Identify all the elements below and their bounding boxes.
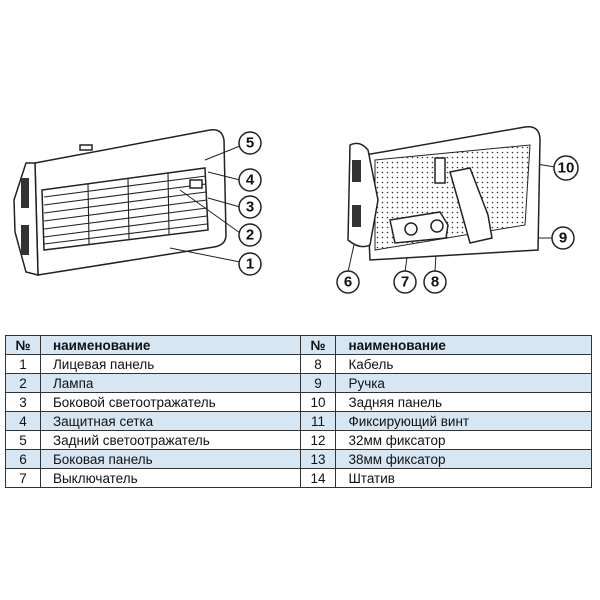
cell-name: Фиксирующий винт (335, 411, 592, 431)
front-view-heater (13, 128, 227, 276)
callout-4: 4 (238, 168, 262, 192)
svg-text:8: 8 (431, 274, 439, 291)
svg-text:5: 5 (246, 135, 254, 152)
cell-number: 9 (299, 373, 337, 393)
callout-9: 9 (551, 226, 575, 250)
cell-name: Выключатель (39, 468, 301, 488)
cell-number: 8 (299, 354, 337, 374)
cell-number: 2 (5, 373, 41, 393)
cell-number: 1 (5, 354, 41, 374)
cell-name: 32мм фиксатор (335, 430, 592, 450)
svg-text:6: 6 (344, 274, 352, 291)
callout-10: 10 (553, 155, 579, 181)
cell-number: 5 (5, 430, 41, 450)
cell-number: 13 (299, 449, 337, 469)
cell-number: 4 (5, 411, 41, 431)
rear-view-heater (347, 126, 541, 261)
cell-name: Боковой светоотражатель (39, 392, 301, 412)
cell-number: 10 (299, 392, 337, 412)
header-name: наименование (39, 335, 301, 355)
cell-name: Задняя панель (335, 392, 592, 412)
svg-text:3: 3 (246, 199, 254, 216)
table-header-row: № наименование № наименование (5, 335, 592, 355)
cell-name: Кабель (335, 354, 592, 374)
cell-number: 11 (299, 411, 337, 431)
cell-name: Штатив (335, 468, 592, 488)
cell-name: Лампа (39, 373, 301, 393)
cell-number: 12 (299, 430, 337, 450)
callout-1: 1 (238, 252, 262, 276)
svg-text:2: 2 (246, 227, 254, 244)
callout-6: 6 (336, 270, 360, 294)
svg-text:9: 9 (559, 230, 567, 247)
callout-8: 8 (423, 270, 447, 294)
svg-text:10: 10 (558, 160, 575, 177)
callout-5: 5 (238, 131, 262, 155)
svg-text:4: 4 (246, 172, 255, 189)
cell-number: 7 (5, 468, 41, 488)
header-number: № (299, 335, 337, 355)
cell-name: Задний светоотражатель (39, 430, 301, 450)
cell-name: Лицевая панель (39, 354, 301, 374)
header-number: № (5, 335, 41, 355)
cell-name: Ручка (335, 373, 592, 393)
callout-3: 3 (238, 195, 262, 219)
heater-diagram: 5 4 3 2 1 10 9 6 7 8 (13, 126, 579, 294)
cell-name: 38мм фиксатор (335, 449, 592, 469)
cell-number: 14 (299, 468, 337, 488)
svg-text:1: 1 (246, 256, 254, 273)
cell-name: Боковая панель (39, 449, 301, 469)
cell-number: 3 (5, 392, 41, 412)
cell-name: Защитная сетка (39, 411, 301, 431)
svg-text:7: 7 (401, 274, 409, 291)
callout-2: 2 (238, 223, 262, 247)
header-name: наименование (335, 335, 592, 355)
cell-number: 6 (5, 449, 41, 469)
callout-7: 7 (393, 270, 417, 294)
